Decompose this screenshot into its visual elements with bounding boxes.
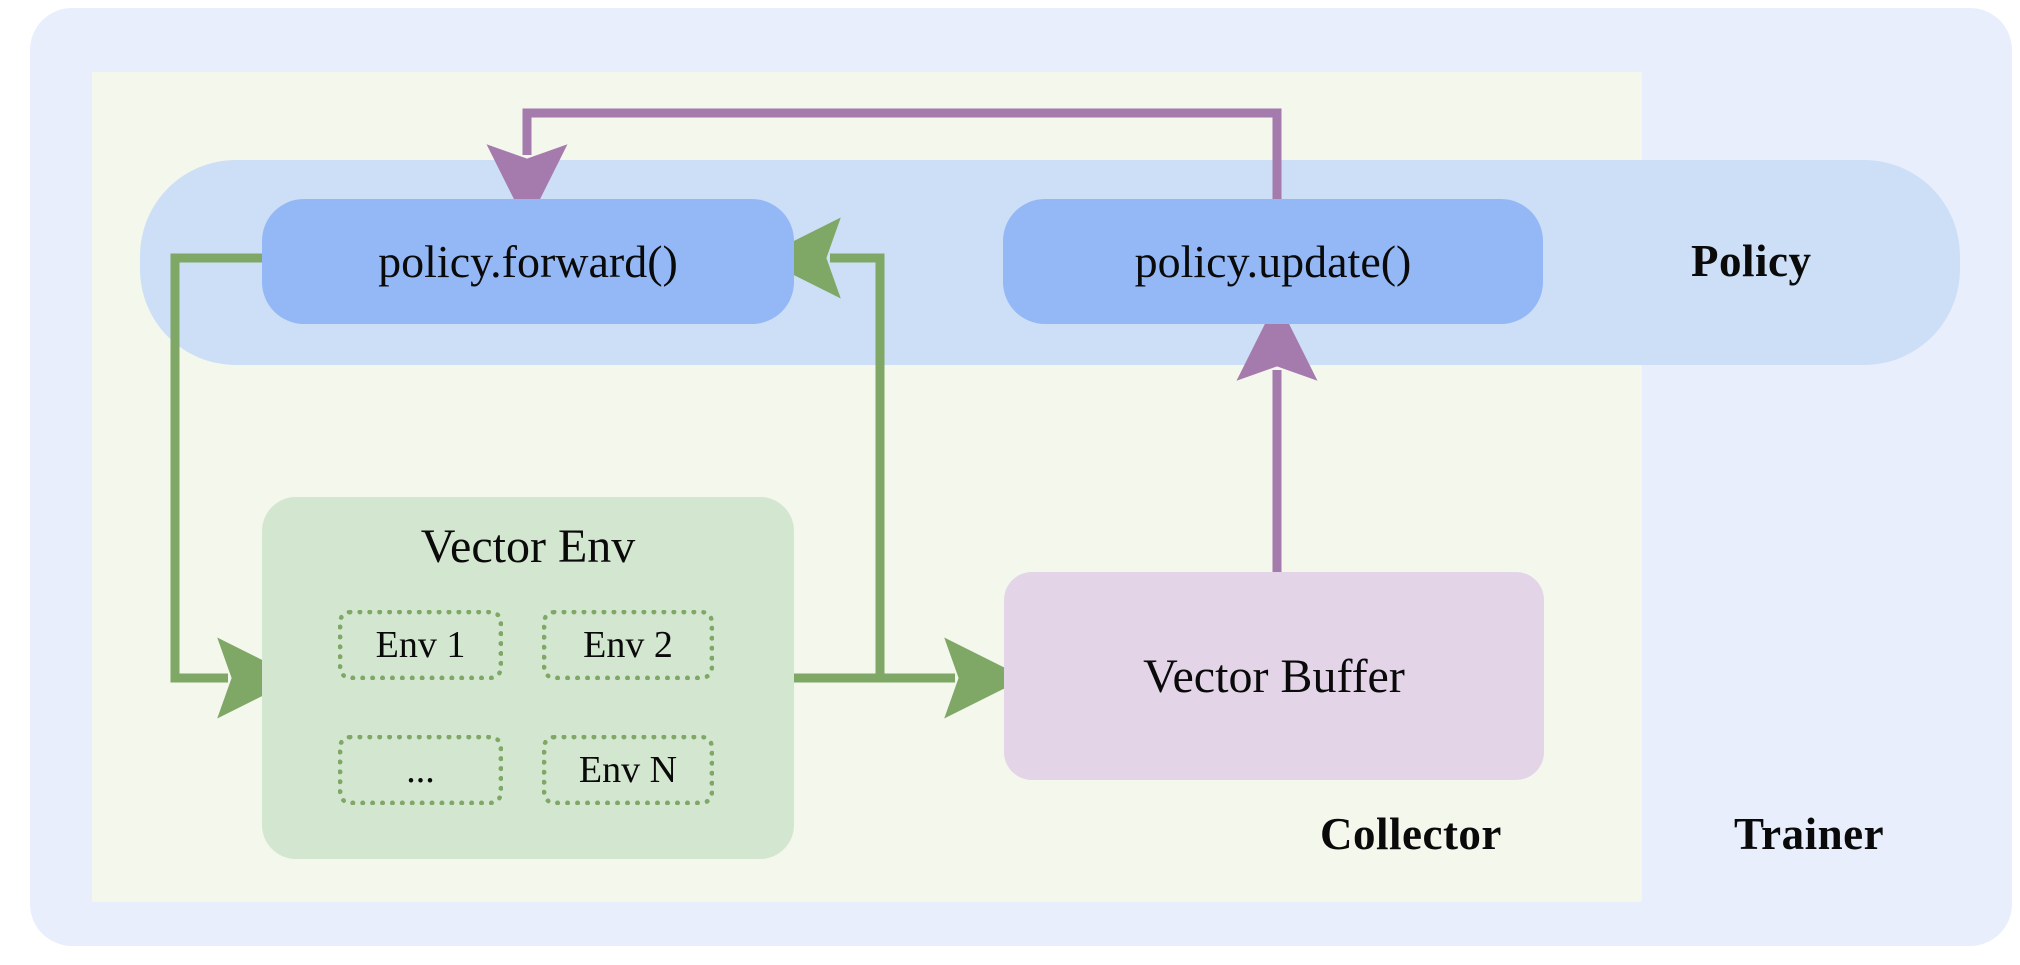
env-cell-1[interactable]: Env 1	[338, 610, 503, 680]
node-policy-forward[interactable]: policy.forward()	[262, 199, 794, 324]
node-policy-update[interactable]: policy.update()	[1003, 199, 1543, 324]
node-vector-env[interactable]: Vector Env	[262, 497, 794, 859]
policy-zone-label: Policy	[1691, 236, 1812, 286]
collector-zone-label: Collector	[1320, 809, 1502, 859]
env-cell-ellipsis[interactable]: ...	[338, 735, 503, 805]
node-vector-buffer[interactable]: Vector Buffer	[1004, 572, 1544, 780]
env-cell-n[interactable]: Env N	[542, 735, 714, 805]
vector-env-title: Vector Env	[420, 520, 636, 573]
trainer-zone-label: Trainer	[1734, 809, 1885, 859]
env-cell-2[interactable]: Env 2	[542, 610, 714, 680]
